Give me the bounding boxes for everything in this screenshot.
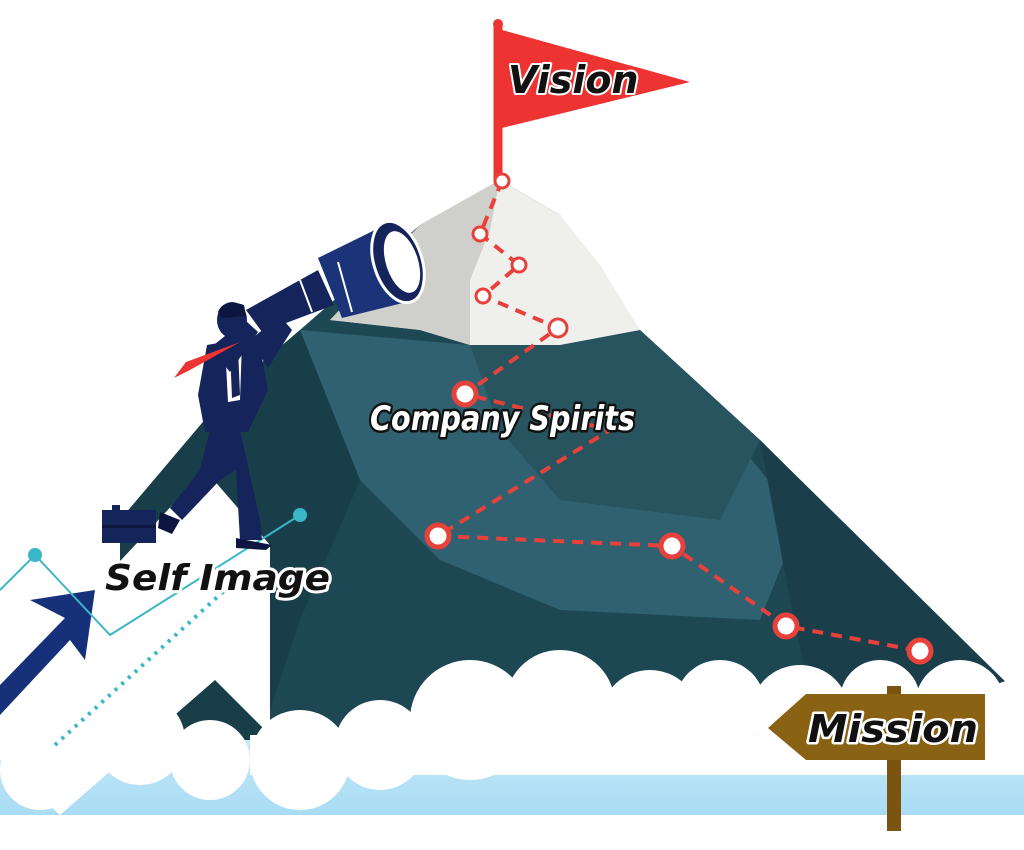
vision-label: Vision — [508, 58, 639, 102]
telescope-icon — [246, 219, 426, 332]
mission-label: Mission — [808, 707, 978, 751]
path-node — [658, 532, 686, 560]
briefcase-icon — [102, 505, 156, 543]
path-node — [510, 256, 528, 274]
path-node — [451, 380, 479, 408]
businessman — [158, 302, 292, 550]
path-node — [493, 172, 511, 190]
self-image-label: Self Image — [105, 558, 330, 599]
path-node — [424, 522, 452, 550]
company-spirits-label: Company Spirits — [370, 399, 635, 439]
path-route — [424, 172, 934, 665]
path-node — [547, 317, 569, 339]
path-node — [471, 225, 489, 243]
path-node — [772, 612, 800, 640]
signpost-icon — [768, 686, 985, 831]
path-node — [474, 287, 492, 305]
path-node — [906, 637, 934, 665]
growth-arrow-icon — [0, 470, 307, 815]
flag-icon — [493, 19, 690, 182]
